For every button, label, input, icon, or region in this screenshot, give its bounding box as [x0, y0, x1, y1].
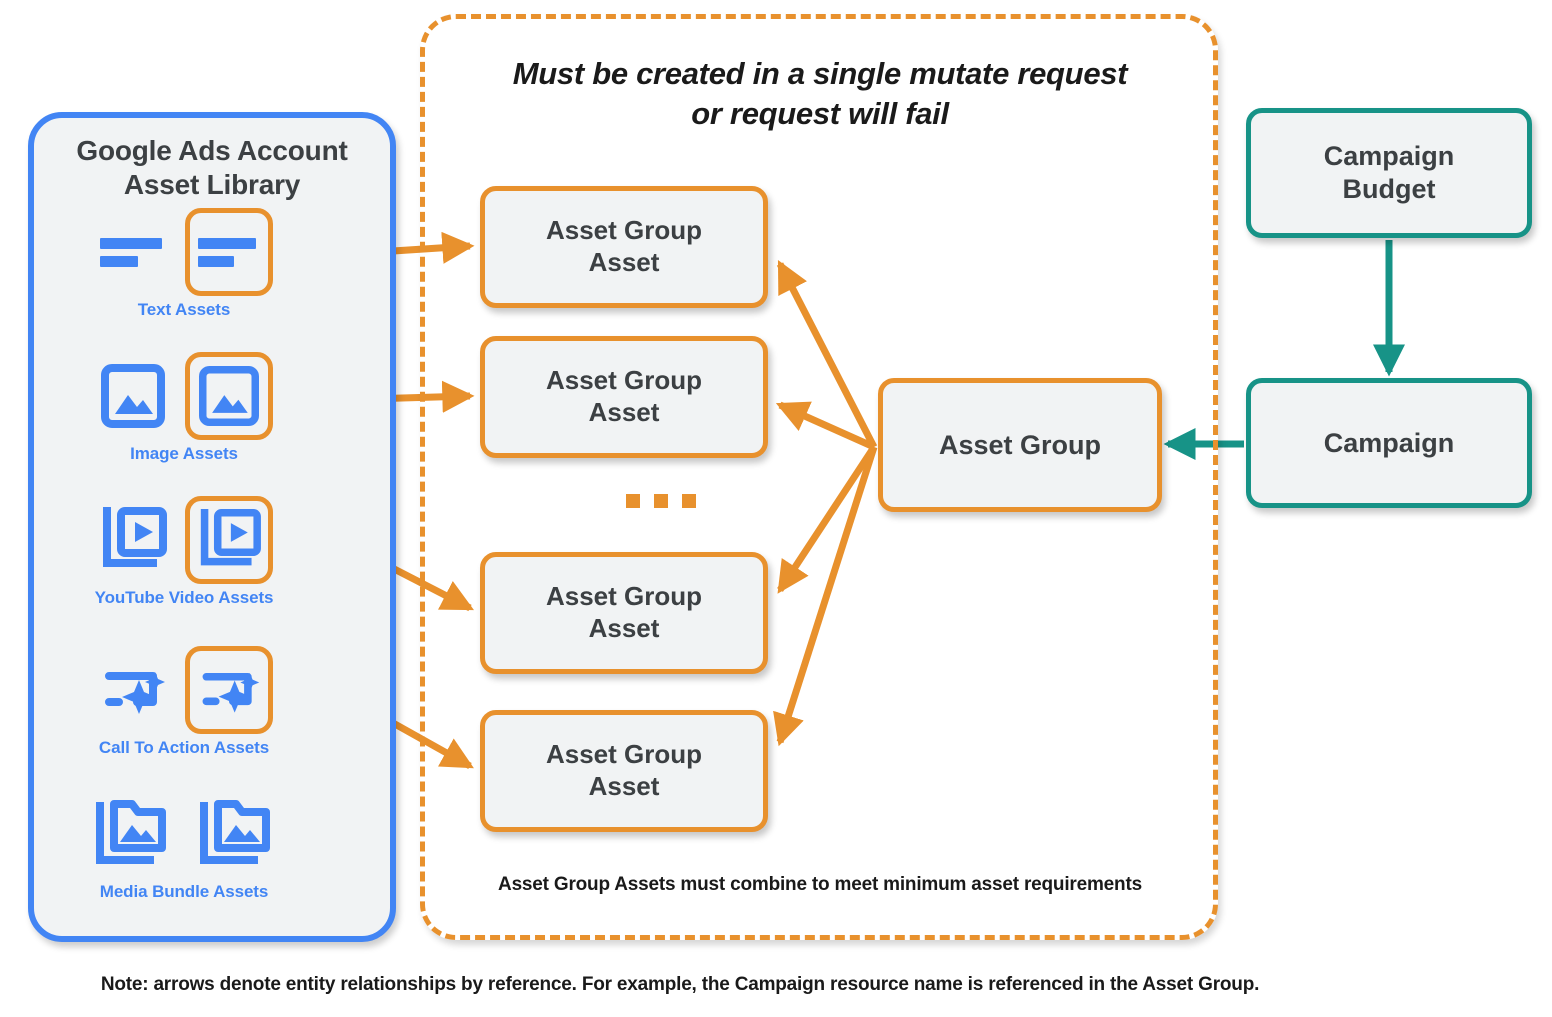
media-bundle-icon — [94, 796, 170, 872]
node-label-line1: Campaign — [1323, 141, 1455, 172]
diagram-note: Note: arrows denote entity relationships… — [100, 974, 1260, 995]
node-label-line1: Asset Group — [545, 739, 703, 770]
text-assets-icons — [0, 206, 368, 298]
node-asset-group-asset-2[interactable]: Asset Group Asset — [480, 336, 768, 458]
node-label-line2: Budget — [1342, 174, 1436, 204]
text-lines-icon-selected[interactable] — [185, 208, 273, 296]
asset-type-label-text: Text Assets — [137, 300, 231, 319]
image-icon-selected[interactable] — [185, 352, 273, 440]
node-label: Asset Group Asset — [546, 365, 702, 428]
asset-type-media-bundle[interactable]: Media Bundle Assets — [0, 788, 368, 902]
node-label: Asset Group Asset — [546, 215, 702, 278]
node-label-line1: Asset Group — [545, 365, 703, 396]
node-asset-group-asset-3[interactable]: Asset Group Asset — [480, 552, 768, 674]
mutate-heading-line1: Must be created in a single mutate reque… — [512, 56, 1128, 91]
node-label-line1: Asset Group — [545, 581, 703, 612]
asset-type-text[interactable]: Text Assets — [0, 206, 368, 320]
ellipsis-dot-1 — [626, 494, 640, 508]
ellipsis-more-assets — [626, 494, 696, 508]
media-bundle-icon-2 — [198, 796, 274, 872]
node-label: Asset Group — [938, 429, 1102, 460]
node-asset-group-asset-1[interactable]: Asset Group Asset — [480, 186, 768, 308]
mutate-request-container — [420, 14, 1218, 940]
node-label-line2: Asset — [588, 397, 660, 427]
asset-type-youtube[interactable]: YouTube Video Assets — [0, 494, 368, 608]
asset-library-title: Google Ads Account Asset Library — [34, 134, 390, 202]
image-icon — [95, 358, 171, 434]
asset-type-label-youtube: YouTube Video Assets — [94, 588, 274, 607]
node-label: Campaign — [1323, 427, 1455, 458]
youtube-assets-icons — [0, 494, 368, 586]
node-campaign[interactable]: Campaign — [1246, 378, 1532, 508]
cta-assets-icons — [0, 644, 368, 736]
text-lines-icon — [95, 214, 171, 290]
asset-type-image[interactable]: Image Assets — [0, 350, 368, 464]
ellipsis-dot-3 — [682, 494, 696, 508]
node-label: Asset Group Asset — [546, 581, 702, 644]
node-label-line2: Asset — [588, 771, 660, 801]
video-stack-icon-selected[interactable] — [185, 496, 273, 584]
node-label: Asset Group Asset — [546, 739, 702, 802]
media-bundle-icons — [0, 788, 368, 880]
asset-library-panel: Google Ads Account Asset Library — [28, 112, 396, 942]
cta-sparkle-icon — [95, 652, 171, 728]
mutate-heading: Must be created in a single mutate reque… — [440, 54, 1200, 135]
image-assets-icons — [0, 350, 368, 442]
node-asset-group-asset-4[interactable]: Asset Group Asset — [480, 710, 768, 832]
ellipsis-dot-2 — [654, 494, 668, 508]
asset-type-label-cta: Call To Action Assets — [98, 738, 270, 757]
node-asset-group[interactable]: Asset Group — [878, 378, 1162, 512]
node-label: Campaign Budget — [1324, 140, 1455, 206]
node-label-line2: Asset — [588, 247, 660, 277]
node-label-line2: Asset — [588, 613, 660, 643]
asset-library-title-line2: Asset Library — [123, 169, 301, 201]
asset-type-label-image: Image Assets — [130, 444, 238, 463]
asset-library-title-line1: Google Ads Account — [76, 135, 348, 166]
node-campaign-budget[interactable]: Campaign Budget — [1246, 108, 1532, 238]
mutate-heading-line2: or request will fail — [691, 96, 949, 132]
cta-sparkle-icon-selected[interactable] — [185, 646, 273, 734]
node-label-line1: Asset Group — [545, 215, 703, 246]
mutate-footnote: Asset Group Assets must combine to meet … — [498, 874, 1142, 895]
asset-type-label-media-bundle: Media Bundle Assets — [99, 882, 269, 901]
asset-type-cta[interactable]: Call To Action Assets — [0, 644, 368, 758]
video-stack-icon — [95, 502, 171, 578]
